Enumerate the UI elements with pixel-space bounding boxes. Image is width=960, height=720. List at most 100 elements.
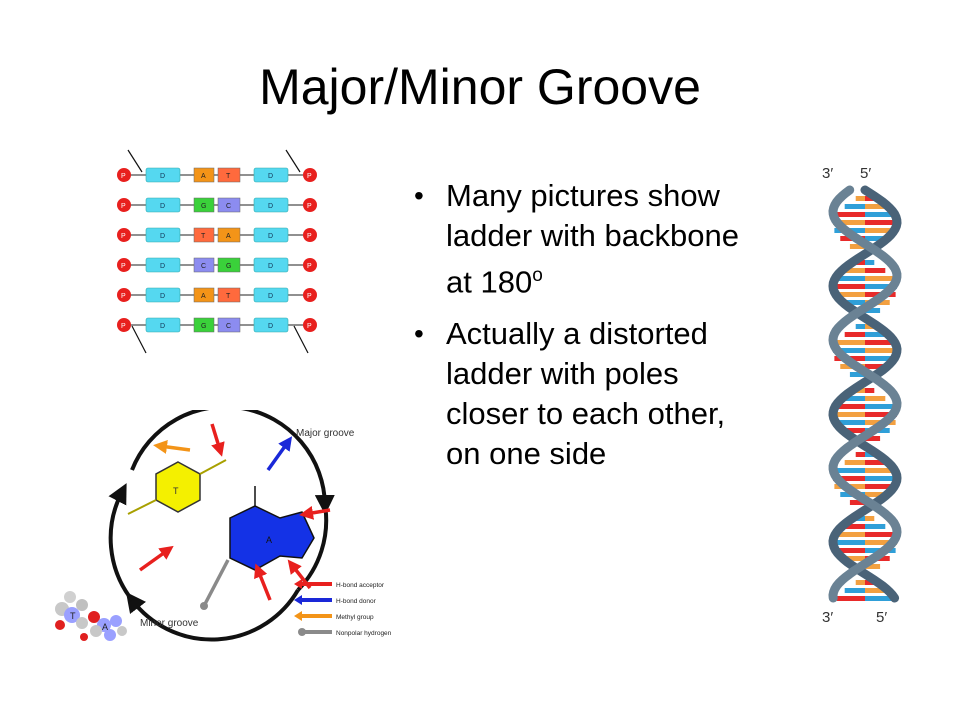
minor-groove-arc xyxy=(125,588,300,642)
major-groove-arc xyxy=(130,410,335,515)
sugar-right xyxy=(253,227,289,243)
base-left-label: A xyxy=(201,293,206,300)
helix-base xyxy=(833,220,865,225)
base-left xyxy=(193,197,215,213)
helix-base xyxy=(844,204,865,209)
helix-top-right-label: 5′ xyxy=(860,165,871,182)
legend-item: H-bond acceptor xyxy=(294,579,385,589)
phosphate-label: P xyxy=(121,233,126,240)
base-right xyxy=(217,317,241,333)
phosphate-icon xyxy=(303,168,317,182)
sugar-label: D xyxy=(268,203,273,210)
helix-base xyxy=(834,292,865,297)
degree-superscript: o xyxy=(532,265,543,286)
major-groove-label: Major groove xyxy=(296,428,355,439)
helix-base xyxy=(855,260,865,265)
base-right-label: C xyxy=(226,203,231,210)
sugar-label: D xyxy=(160,263,165,270)
bullet-dot-icon: • xyxy=(414,180,424,211)
sugar-label: D xyxy=(160,233,165,240)
base-right xyxy=(217,287,241,303)
minor-groove-label: Minor groove xyxy=(140,618,199,629)
phosphate-icon xyxy=(117,198,131,212)
helix-base xyxy=(865,524,886,529)
helix-base xyxy=(844,396,865,401)
helix-base xyxy=(855,580,865,585)
bullet-item: •Many pictures show ladder with backbone… xyxy=(410,176,740,302)
base-right xyxy=(217,257,241,273)
helix-base xyxy=(844,460,865,465)
helix-base xyxy=(865,268,886,273)
helix-base xyxy=(865,564,881,569)
helix-base xyxy=(844,332,865,337)
helix-base xyxy=(865,324,875,329)
helix-base xyxy=(844,588,865,593)
phosphate-label: P xyxy=(307,233,312,240)
helix-base xyxy=(844,524,865,529)
helix-base xyxy=(834,548,865,553)
phosphate-label: P xyxy=(121,293,126,300)
sugar-right xyxy=(253,167,289,183)
helix-base xyxy=(865,588,886,593)
phosphate-label: P xyxy=(121,203,126,210)
base-left xyxy=(193,257,215,273)
sugar-label: D xyxy=(160,293,165,300)
helix-base xyxy=(833,348,865,353)
helix-base xyxy=(865,404,894,409)
double-helix: 3′ 5′ 3′ 5′ xyxy=(822,165,902,626)
base-left-label: A xyxy=(201,173,206,180)
helix-base xyxy=(865,196,875,201)
helix-base xyxy=(865,364,890,369)
legend-label: H-bond donor xyxy=(336,598,377,605)
phosphate-icon xyxy=(117,258,131,272)
helix-base xyxy=(855,388,865,393)
helix-base xyxy=(865,516,875,521)
helix-base xyxy=(865,276,894,281)
helix-base xyxy=(865,452,875,457)
helix-base xyxy=(865,492,890,497)
helix-base xyxy=(865,476,897,481)
helix-base xyxy=(834,420,865,425)
base-left-label: G xyxy=(201,323,206,330)
base-left xyxy=(193,227,215,243)
sugar-right xyxy=(253,317,289,333)
phosphate-icon xyxy=(303,198,317,212)
sugar-label: D xyxy=(268,233,273,240)
helix-base xyxy=(849,372,865,377)
base-left xyxy=(193,317,215,333)
base-left xyxy=(193,287,215,303)
helix-base xyxy=(836,532,865,537)
helix-base xyxy=(865,460,886,465)
helix-base xyxy=(865,236,890,241)
bullet-text: Actually a distorted ladder with poles c… xyxy=(446,316,726,472)
phosphate-icon xyxy=(117,318,131,332)
helix-base xyxy=(833,284,865,289)
sugar-left xyxy=(145,167,181,183)
bullet-item: •Actually a distorted ladder with poles … xyxy=(410,314,740,474)
sugar-left xyxy=(145,197,181,213)
helix-base xyxy=(865,308,881,313)
sugar-right xyxy=(253,257,289,273)
helix-base xyxy=(865,388,875,393)
sugar-label: D xyxy=(268,263,273,270)
helix-base xyxy=(865,340,894,345)
helix-base xyxy=(840,300,865,305)
phosphate-label: P xyxy=(121,263,126,270)
phosphate-label: P xyxy=(121,323,126,330)
bullet-list: •Many pictures show ladder with backbone… xyxy=(410,176,740,486)
helix-base xyxy=(855,324,865,329)
sugar-left xyxy=(145,257,181,273)
base-right xyxy=(217,197,241,213)
sugar-label: D xyxy=(160,173,165,180)
helix-base xyxy=(836,212,865,217)
helix-base xyxy=(865,596,894,601)
base-right-label: A xyxy=(226,233,231,240)
sugar-label: D xyxy=(268,173,273,180)
helix-base xyxy=(865,356,896,361)
